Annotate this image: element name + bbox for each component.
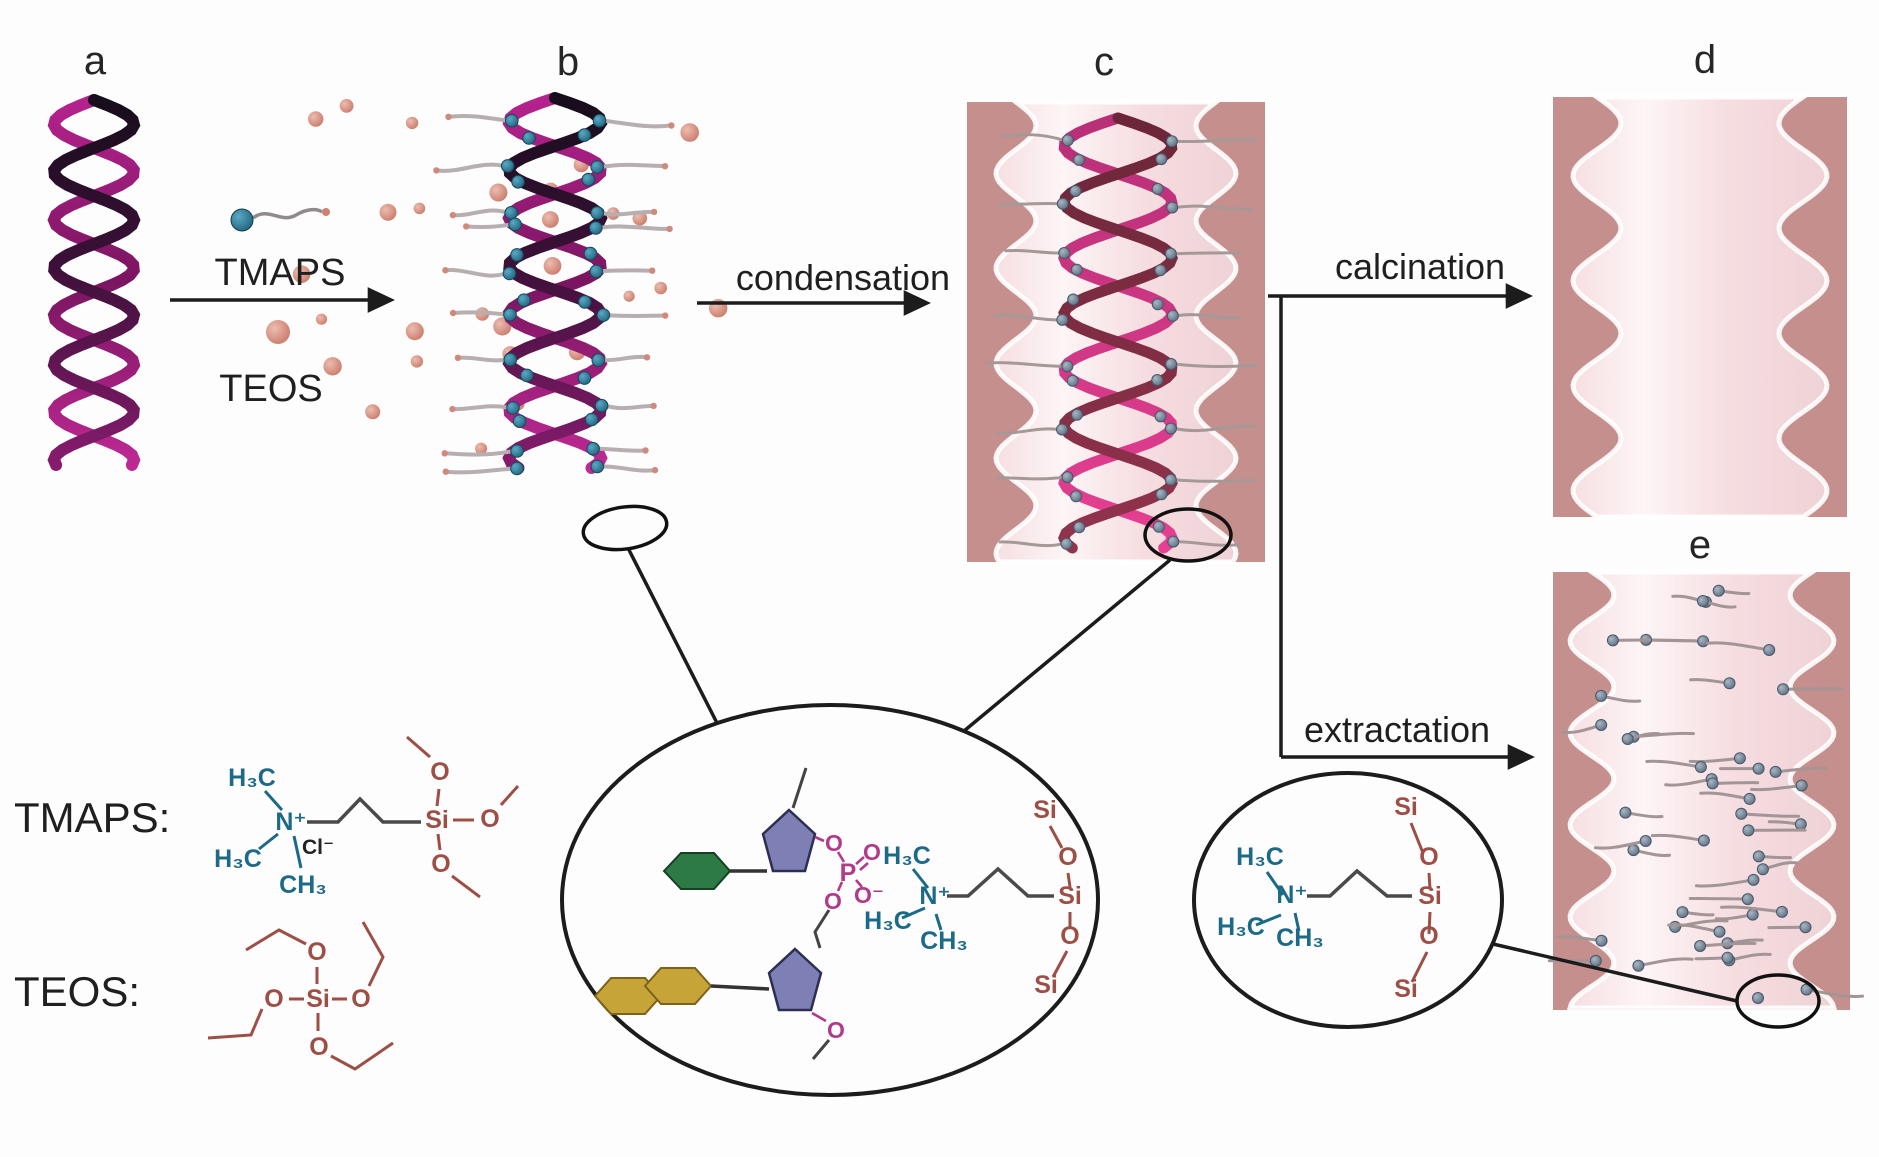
silica-pore-with-dna-c xyxy=(967,99,1265,565)
dna-tmaps-detail-circle: O P O O⁻ O O H₃C N⁺ H₃C CH₃ Si O Si O Si xyxy=(560,703,1100,1097)
atom-ch3: CH₃ xyxy=(279,871,327,899)
atom-o-double: O xyxy=(863,839,881,865)
atom-o-ester-bottom: O xyxy=(824,888,842,914)
sugar-pentagon-top xyxy=(761,808,817,873)
highlight-ellipse-c xyxy=(1143,507,1233,563)
atom-si-mid: Si xyxy=(1058,882,1082,910)
teos-structure-legend: Si O O O O xyxy=(207,921,394,1071)
extracted-pore-with-tmaps-e xyxy=(1547,569,1865,1011)
tmaps-tail-icon xyxy=(251,207,324,220)
step-label-condensation: condensation xyxy=(736,257,950,298)
atom-si: Si xyxy=(425,806,449,834)
atom-si-top: Si xyxy=(1033,796,1057,824)
atom-si: Si xyxy=(306,985,330,1013)
atom-n-plus: N⁺ xyxy=(275,808,306,836)
atom-n-plus: N⁺ xyxy=(1276,881,1307,909)
atom-o-methyl: O xyxy=(827,1017,845,1043)
atom-h3c-left: H₃C xyxy=(864,907,912,935)
zoom-line-c xyxy=(962,558,1172,733)
highlight-ellipse-b xyxy=(581,504,669,552)
ammonium-head-icon xyxy=(230,208,254,232)
atom-o-upper: O xyxy=(1058,843,1077,871)
atom-h3c-top: H₃C xyxy=(883,842,931,870)
atom-si-mid: Si xyxy=(1418,882,1442,910)
atom-h3c-top: H₃C xyxy=(228,764,276,792)
extracted-tmaps-detail-circle: H₃C N⁺ H₃C CH₃ Si O Si O Si xyxy=(1192,771,1504,1029)
panel-label-a: a xyxy=(84,39,107,83)
atom-h3c-top: H₃C xyxy=(1236,843,1284,871)
atom-si-bottom: Si xyxy=(1034,971,1058,999)
atom-o-left: O xyxy=(264,985,283,1013)
atom-o-right: O xyxy=(351,985,370,1013)
panel-label-b: b xyxy=(557,40,579,84)
panel-label-d: d xyxy=(1694,38,1716,82)
atom-h3c-left: H₃C xyxy=(1217,913,1265,941)
atom-cl-minus: Cl⁻ xyxy=(302,836,334,859)
atom-o-minus: O⁻ xyxy=(854,882,884,908)
dna-tmaps-teos-complex-b xyxy=(292,92,728,476)
atom-o-bottom: O xyxy=(431,850,450,878)
atom-o-lower: O xyxy=(1060,922,1079,950)
yellow-base-ring-right xyxy=(643,967,713,1005)
atom-p: P xyxy=(840,859,857,887)
atom-ch3: CH₃ xyxy=(1276,924,1324,952)
zoom-line-e xyxy=(1492,942,1738,1003)
atom-o-right: O xyxy=(480,805,499,833)
legend-label-teos: TEOS: xyxy=(14,968,140,1015)
atom-o-ester-top: O xyxy=(825,830,843,856)
tmaps-reagent-icon xyxy=(230,207,330,232)
atom-si-top: Si xyxy=(1394,793,1418,821)
calcined-empty-pore-d xyxy=(1553,94,1847,520)
tmaps-structure-legend: H₃C N⁺ Cl⁻ H₃C CH₃ Si O O O xyxy=(214,735,520,899)
silane-tip-icon xyxy=(322,208,330,216)
atom-o-top: O xyxy=(307,938,326,966)
dna-double-helix-a xyxy=(47,94,141,471)
reagent-label-tmaps: TMAPS xyxy=(215,252,346,294)
atom-h3c-left: H₃C xyxy=(214,845,262,873)
atom-o-upper: O xyxy=(1419,843,1438,871)
step-label-calcination: calcination xyxy=(1335,246,1505,287)
zoom-line-b xyxy=(626,547,719,724)
atom-ch3: CH₃ xyxy=(920,927,968,955)
atom-o-top: O xyxy=(430,758,449,786)
step-label-extractation: extractation xyxy=(1304,709,1490,750)
atom-o-lower: O xyxy=(1419,922,1438,950)
panel-label-e: e xyxy=(1689,523,1711,567)
legend-label-tmaps: TMAPS: xyxy=(14,794,170,841)
teos-sphere-icon xyxy=(266,320,290,344)
atom-si-bottom: Si xyxy=(1394,975,1418,1003)
sugar-pentagon-bottom xyxy=(767,947,823,1012)
highlight-ellipse-e xyxy=(1735,973,1821,1029)
atom-n-plus: N⁺ xyxy=(919,882,950,910)
atom-o-bottom: O xyxy=(309,1033,328,1061)
panel-label-c: c xyxy=(1094,40,1114,84)
reagent-label-teos: TEOS xyxy=(219,368,322,410)
